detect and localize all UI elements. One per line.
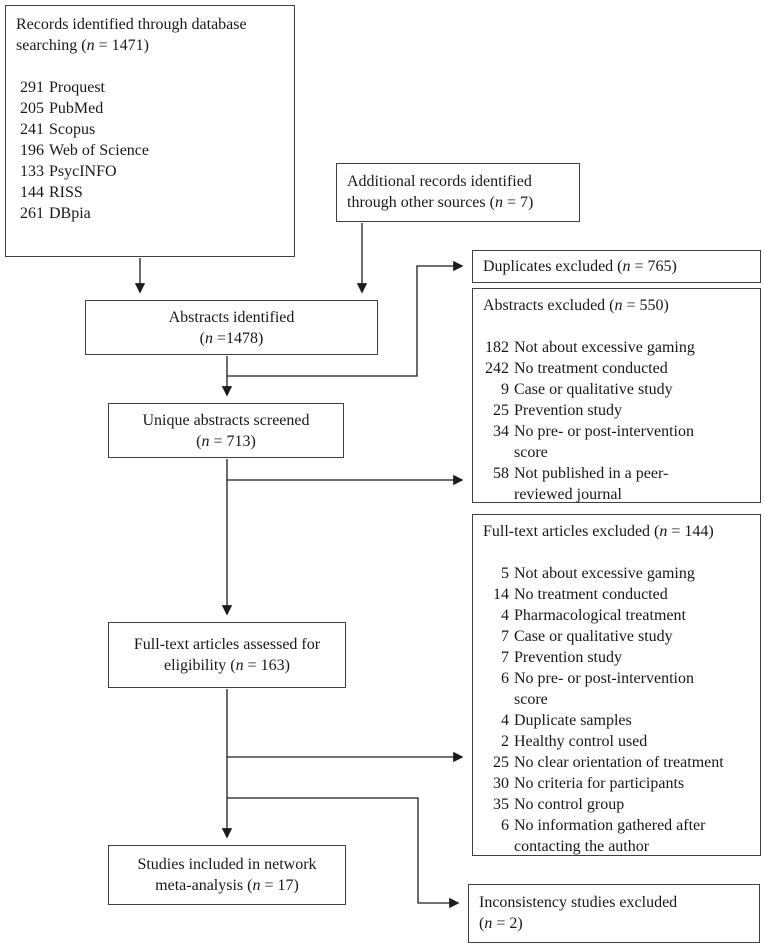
fulltext-excluded-title: Full-text articles excluded (n = 144) xyxy=(483,523,714,540)
inconsistency-excluded-box: Inconsistency studies excluded (n = 2) xyxy=(468,884,760,943)
abstracts-excluded-title: Abstracts excluded (n = 550) xyxy=(483,297,669,314)
fulltext-assessed-count: eligibility (n = 163) xyxy=(164,657,290,674)
spacer xyxy=(483,542,756,563)
inconsistency-excluded-line1: Inconsistency studies excluded xyxy=(479,894,678,911)
fulltext-assessed-line1: Full-text articles assessed for xyxy=(133,636,321,653)
unique-abstracts-box: Unique abstracts screened (n = 713) xyxy=(108,403,344,458)
unique-abstracts-count: (n = 713) xyxy=(196,432,256,450)
studies-included-box: Studies included in network meta-analysi… xyxy=(108,845,346,905)
abstracts-identified-line1: Abstracts identified xyxy=(168,308,295,326)
spacer xyxy=(16,56,290,77)
abstracts-identified-count: (n =1478) xyxy=(199,329,264,347)
fulltext-assessed-box: Full-text articles assessed for eligibil… xyxy=(108,622,346,688)
studies-included-line1: Studies included in network xyxy=(137,856,317,873)
additional-records-title: Additional records identified through ot… xyxy=(347,173,534,211)
records-identified-box: Records identified through database sear… xyxy=(5,5,295,257)
studies-included-count: meta-analysis (n = 17) xyxy=(155,877,299,894)
spacer xyxy=(483,316,756,337)
duplicates-excluded-title: Duplicates excluded (n = 765) xyxy=(483,258,677,275)
unique-abstracts-line1: Unique abstracts screened xyxy=(142,411,310,429)
abstracts-identified-box: Abstracts identified (n =1478) xyxy=(85,300,378,355)
inconsistency-excluded-count: (n = 2) xyxy=(479,915,523,932)
records-identified-title: Records identified through database sear… xyxy=(16,16,247,54)
additional-records-box: Additional records identified through ot… xyxy=(336,163,580,222)
duplicates-excluded-box: Duplicates excluded (n = 765) xyxy=(472,250,761,283)
